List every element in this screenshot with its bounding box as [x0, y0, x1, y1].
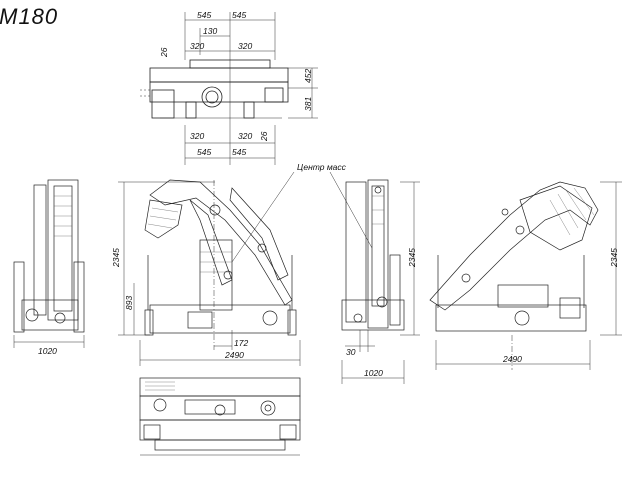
dim-130: 130 — [203, 26, 217, 36]
dim-545-bottom-right: 545 — [232, 147, 246, 157]
front-view: 2345 893 172 2490 — [111, 179, 301, 366]
dim-381: 381 — [303, 97, 313, 111]
dim-545-right: 545 — [232, 10, 246, 20]
dim-26-top: 26 — [159, 47, 169, 58]
rear-view: 2345 30 1020 — [341, 179, 420, 384]
right-view-length: 2490 — [502, 354, 522, 364]
center-of-mass-label: Центр масс — [297, 162, 347, 172]
center-of-mass-callout: Центр масс — [231, 162, 373, 263]
dim-320-bottom-left: 320 — [190, 131, 204, 141]
right-view-height: 2345 — [609, 248, 619, 268]
rear-view-offset: 30 — [346, 347, 356, 357]
dim-320-top-left: 320 — [190, 41, 204, 51]
bottom-folded-view — [139, 377, 301, 456]
rear-view-width: 1020 — [364, 368, 383, 378]
dim-545-left: 545 — [197, 10, 211, 20]
dim-452: 452 — [303, 69, 313, 83]
left-end-view: 1020 — [13, 179, 85, 356]
front-view-center-height: 893 — [124, 296, 134, 310]
drawing-title: IM180 — [0, 4, 58, 29]
front-view-length: 2490 — [224, 350, 244, 360]
dim-26-bottom: 26 — [259, 131, 269, 142]
dim-320-top-right: 320 — [238, 41, 252, 51]
right-side-view: 2345 2490 — [429, 181, 622, 370]
dim-320-bottom-right: 320 — [238, 131, 252, 141]
left-view-width: 1020 — [38, 346, 57, 356]
plan-view: 545 545 130 320 320 26 452 381 320 320 2… — [140, 10, 318, 165]
rear-view-height: 2345 — [407, 248, 417, 268]
dim-545-bottom-left: 545 — [197, 147, 211, 157]
front-view-height: 2345 — [111, 248, 121, 268]
front-view-offset: 172 — [234, 338, 248, 348]
